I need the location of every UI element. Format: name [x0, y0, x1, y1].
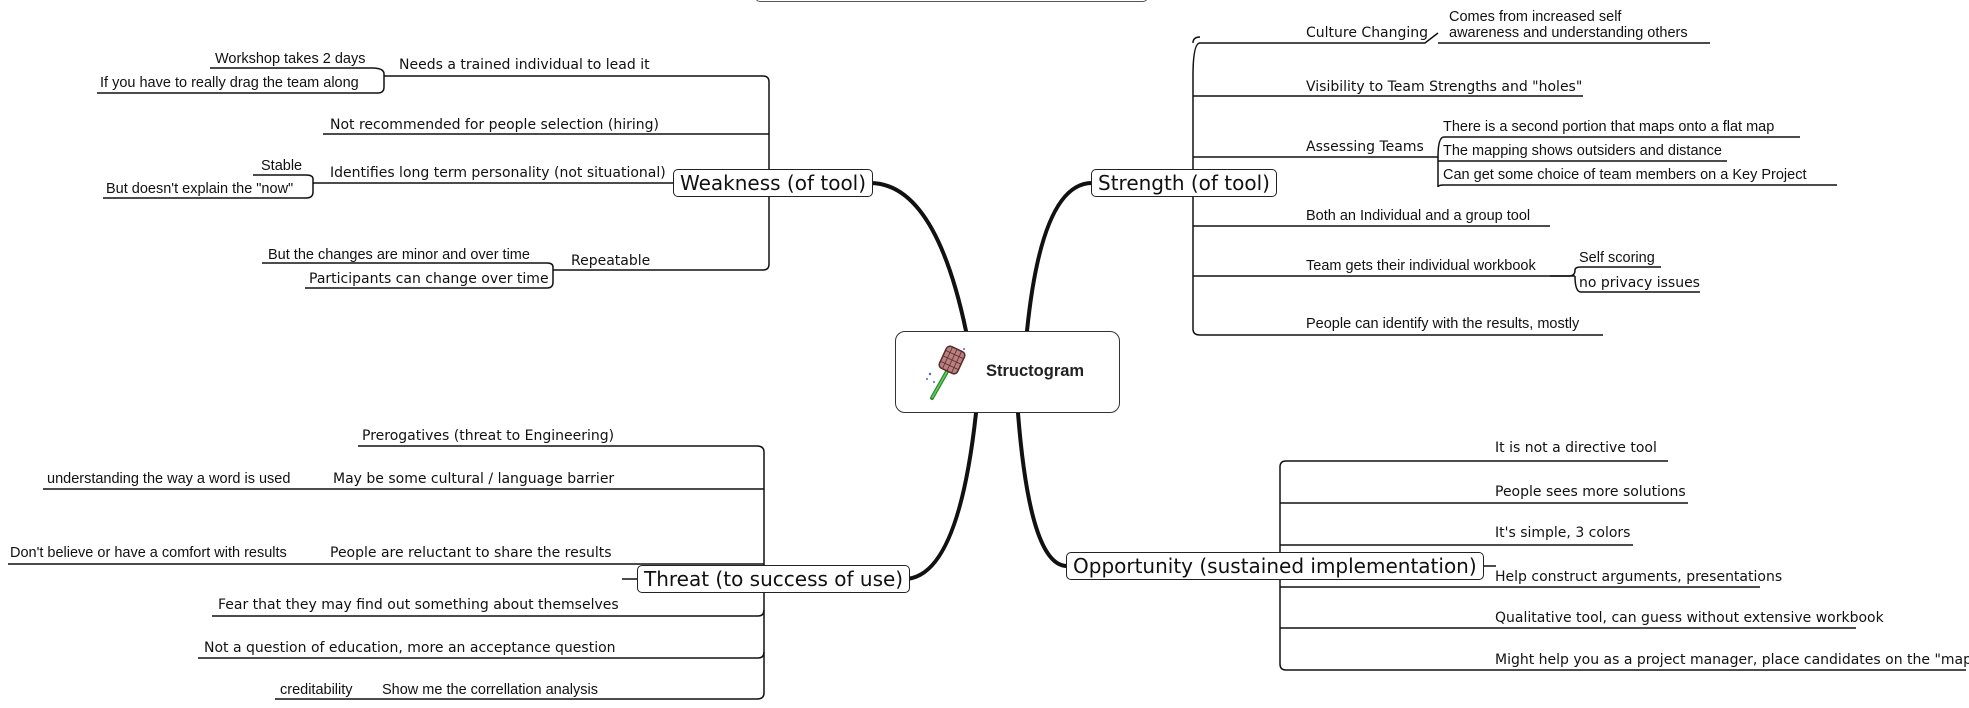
threat-item-acceptance[interactable]: Not a question of education, more an acc…	[204, 640, 616, 656]
threat-item-correlation[interactable]: Show me the correllation analysis	[382, 682, 598, 698]
weakness-item-repeatable[interactable]: Repeatable	[571, 253, 651, 269]
threat-item-fear[interactable]: Fear that they may find out something ab…	[218, 597, 619, 613]
strength-item-workbook[interactable]: Team gets their individual workbook	[1306, 258, 1536, 274]
strength-sub-increased-self[interactable]: Comes from increased self	[1449, 9, 1622, 25]
opportunity-topic[interactable]: Opportunity (sustained implementation)	[1066, 552, 1484, 580]
opportunity-item-not-directive[interactable]: It is not a directive tool	[1495, 440, 1657, 456]
top-frame-edge	[755, 0, 1148, 2]
weakness-sub-participants-change[interactable]: Participants can change over time	[309, 271, 549, 287]
strength-sub-awareness[interactable]: awareness and understanding others	[1449, 25, 1688, 41]
weakness-sub-drag-team[interactable]: If you have to really drag the team alon…	[100, 75, 359, 91]
threat-topic[interactable]: Threat (to success of use)	[637, 565, 911, 593]
threat-item-language-barrier[interactable]: May be some cultural / language barrier	[333, 471, 615, 487]
threat-sub-comfort[interactable]: Don't believe or have a comfort with res…	[10, 545, 287, 561]
opportunity-item-project-manager[interactable]: Might help you as a project manager, pla…	[1495, 652, 1969, 668]
strength-item-assessing[interactable]: Assessing Teams	[1306, 139, 1424, 155]
opportunity-item-arguments[interactable]: Help construct arguments, presentations	[1495, 569, 1783, 585]
strength-item-individual-group[interactable]: Both an Individual and a group tool	[1306, 208, 1531, 224]
strength-item-visibility[interactable]: Visibility to Team Strengths and "holes"	[1306, 79, 1583, 95]
strength-sub-second-portion[interactable]: There is a second portion that maps onto…	[1443, 119, 1775, 135]
strength-item-culture[interactable]: Culture Changing	[1306, 25, 1429, 41]
weakness-item-not-for-hiring[interactable]: Not recommended for people selection (hi…	[330, 117, 659, 133]
opportunity-item-simple[interactable]: It's simple, 3 colors	[1495, 525, 1631, 541]
central-topic[interactable]: Structogram	[895, 331, 1120, 413]
fly-swatter-icon	[926, 345, 966, 400]
weakness-topic[interactable]: Weakness (of tool)	[673, 169, 874, 197]
threat-sub-word-usage[interactable]: understanding the way a word is used	[47, 471, 291, 487]
strength-sub-key-project[interactable]: Can get some choice of team members on a…	[1443, 167, 1807, 183]
weakness-item-trained-lead[interactable]: Needs a trained individual to lead it	[399, 57, 650, 73]
strength-sub-self-scoring[interactable]: Self scoring	[1579, 250, 1655, 266]
weakness-sub-now[interactable]: But doesn't explain the "now"	[106, 181, 294, 197]
weakness-sub-stable[interactable]: Stable	[261, 158, 303, 174]
strength-sub-privacy[interactable]: no privacy issues	[1579, 275, 1700, 291]
threat-sub-creditability[interactable]: creditability	[280, 682, 353, 698]
opportunity-item-more-solutions[interactable]: People sees more solutions	[1495, 484, 1686, 500]
weakness-item-long-term[interactable]: Identifies long term personality (not si…	[330, 165, 666, 181]
opportunity-item-qualitative[interactable]: Qualitative tool, can guess without exte…	[1495, 610, 1884, 626]
threat-item-prerogatives[interactable]: Prerogatives (threat to Engineering)	[362, 428, 615, 444]
weakness-sub-minor-changes[interactable]: But the changes are minor and over time	[268, 247, 530, 263]
strength-topic[interactable]: Strength (of tool)	[1091, 169, 1277, 197]
central-topic-title: Structogram	[986, 362, 1085, 380]
threat-item-reluctant[interactable]: People are reluctant to share the result…	[330, 545, 612, 561]
strength-sub-outsiders[interactable]: The mapping shows outsiders and distance	[1443, 143, 1722, 159]
strength-item-identify[interactable]: People can identify with the results, mo…	[1306, 316, 1580, 332]
weakness-sub-workshop[interactable]: Workshop takes 2 days	[215, 51, 366, 67]
